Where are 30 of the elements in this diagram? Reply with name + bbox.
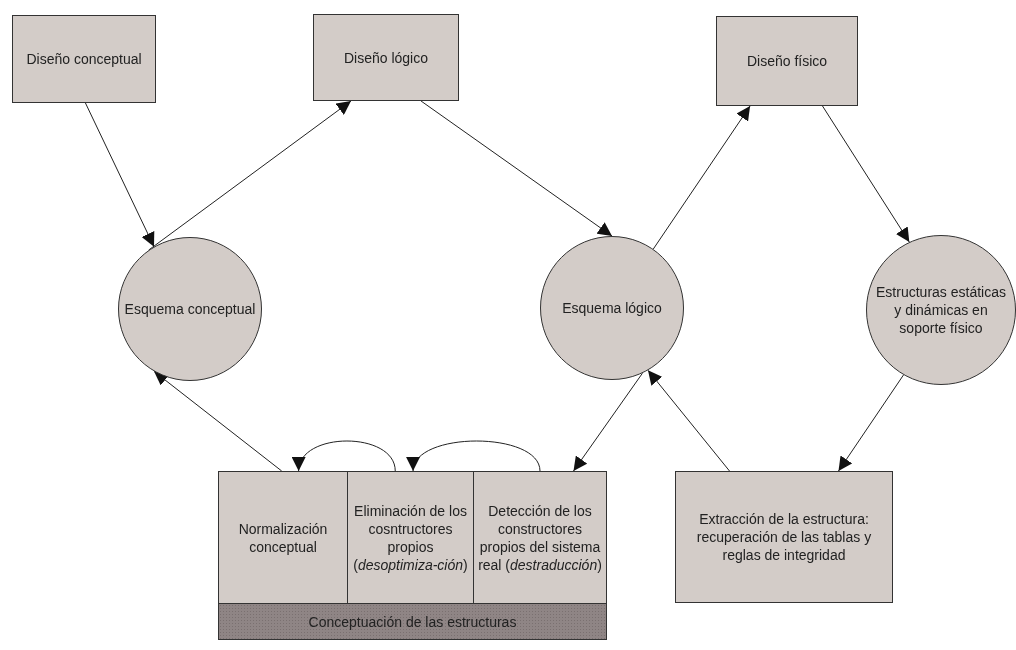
node-label: Extracción de la estructura: recuperación de las tablas y reglas de integridad [695, 510, 873, 564]
process-box [218, 471, 348, 604]
arrow [822, 105, 910, 243]
arrow [148, 100, 352, 251]
process-box [347, 471, 474, 604]
node-label: Detección de los constructores propios del sistema real (destraducción) [478, 501, 602, 574]
arrow [652, 105, 751, 250]
node-label: Esquema lógico [562, 299, 662, 317]
process-box [313, 14, 459, 101]
node-label: Estructuras estáticas y dinámicas en soporte físico [875, 283, 1007, 337]
process-box [473, 471, 607, 604]
node-label: Eliminación de los cosntructores propios (desoptimiza-ción) [352, 501, 469, 574]
arrow [420, 100, 613, 237]
node-label: Diseño físico [746, 52, 828, 70]
arrow [294, 440, 396, 472]
band-bar [218, 603, 607, 640]
node-label: Normalización conceptual [237, 519, 329, 556]
arrow [409, 440, 541, 472]
arrow [84, 102, 155, 248]
process-box [675, 471, 893, 603]
process-box [716, 16, 858, 106]
arrow [647, 369, 730, 472]
node-label: Conceptuación de las estructuras [308, 612, 517, 631]
process-box [12, 15, 156, 103]
node-label: Diseño lógico [343, 48, 429, 67]
node-label: Diseño conceptual [26, 50, 142, 68]
arrow [153, 370, 283, 472]
node-label: Esquema conceptual [124, 300, 256, 318]
arrow [573, 372, 643, 472]
arrow [838, 374, 904, 472]
